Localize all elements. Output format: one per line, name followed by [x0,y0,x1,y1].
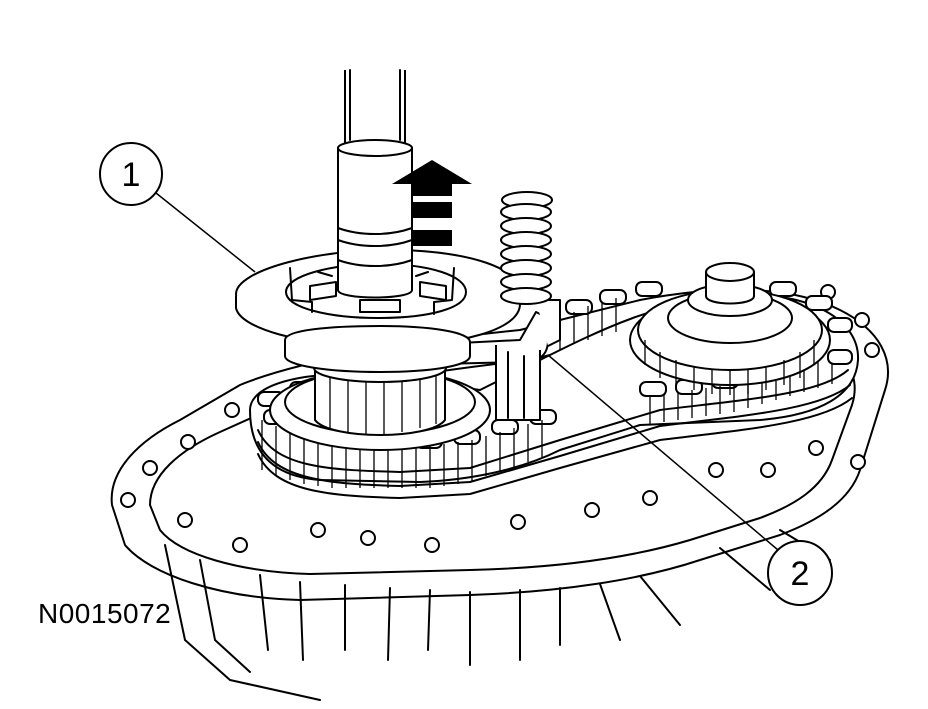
callout-2: 2 [547,354,833,606]
figure-id-label: N0015072 [38,598,172,629]
chain-texture [261,298,833,488]
up-arrow-icon [392,160,472,246]
sprocket-teeth [644,340,815,395]
flange-bolt-holes [120,284,880,553]
collar-hub [284,325,471,373]
return-spring [500,191,553,305]
left-sprocket [269,353,491,451]
callout-1: 1 [99,142,256,273]
right-sprocket [629,262,831,395]
callout-1-label: 1 [122,156,141,194]
callout-2-label: 2 [791,555,810,593]
output-shaft [337,69,413,299]
